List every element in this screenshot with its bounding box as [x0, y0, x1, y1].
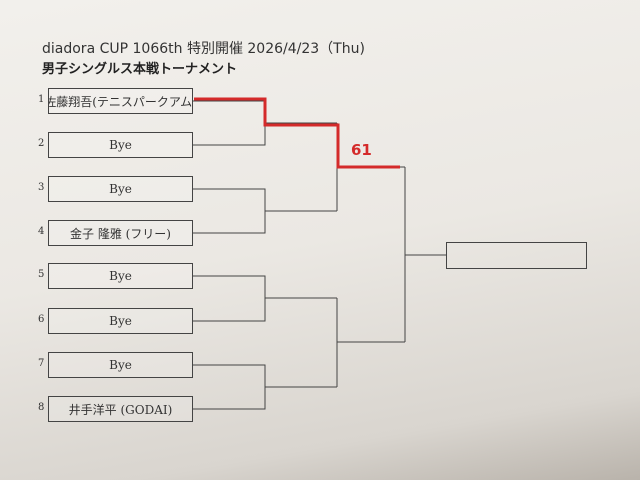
winner-path — [194, 97, 400, 169]
tournament-subtitle: 男子シングルス本戦トーナメント — [42, 62, 238, 77]
tournament-title: diadora CUP 1066th 特別開催 2026/4/23（Thu) — [42, 41, 365, 57]
seed-number: 7 — [38, 358, 45, 369]
bracket-line-r1 — [193, 275, 337, 322]
seed-number: 1 — [38, 94, 45, 105]
seed-number: 3 — [38, 182, 45, 193]
player-slot-4: 金子 隆雅 (フリー) — [48, 220, 193, 246]
seed-number: 5 — [38, 269, 45, 280]
seed-number: 6 — [38, 314, 45, 325]
player-slot-5: Bye — [48, 263, 193, 289]
bracket-line-final — [404, 167, 446, 342]
player-slot-7: Bye — [48, 352, 193, 378]
player-slot-1: 佐藤翔吾(テニスパークアム) — [48, 88, 193, 114]
bracket-line-r1 — [193, 364, 337, 410]
seed-number: 8 — [38, 402, 45, 413]
player-slot-2: Bye — [48, 132, 193, 158]
bracket-line-r1 — [193, 188, 337, 234]
champion-slot — [446, 242, 587, 269]
match-score: 61 — [351, 141, 372, 159]
seed-number: 4 — [38, 226, 45, 237]
bracket-line-r2 — [336, 298, 405, 387]
seed-number: 2 — [38, 138, 45, 149]
player-slot-6: Bye — [48, 308, 193, 334]
player-slot-8: 井手洋平 (GODAI) — [48, 396, 193, 422]
player-slot-3: Bye — [48, 176, 193, 202]
